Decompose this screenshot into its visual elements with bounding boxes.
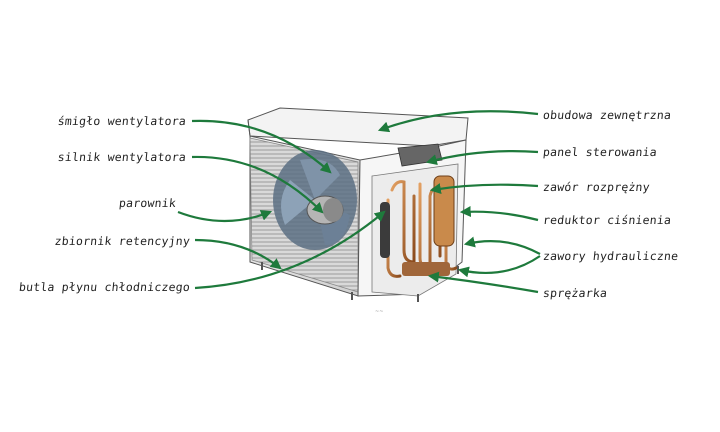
arrows-left	[177, 119, 386, 290]
label-control-panel: panel sterowania	[542, 145, 658, 159]
unit-top-face	[247, 107, 469, 147]
arrow-compressor	[427, 271, 539, 294]
label-receiver-tank: zbiornik retencyjny	[53, 234, 191, 248]
arrow-evaporator	[177, 210, 273, 223]
label-pressure-reducer: reduktor ciśnienia	[542, 213, 672, 227]
label-outer-casing: obudowa zewnętrzna	[542, 108, 672, 122]
arrow-expansion-valve	[429, 183, 539, 194]
heat-pump-unit	[247, 107, 469, 302]
label-expansion-valve: zawór rozprężny	[542, 180, 651, 194]
arrow-control-panel	[425, 150, 539, 166]
arrow-pressure-reducer	[459, 206, 539, 222]
label-fan-propeller: śmigło wentylatora	[57, 114, 187, 128]
arrow-refrigerant-bottle	[194, 210, 386, 290]
arrow-hydraulic-valves-2	[457, 255, 541, 278]
arrow-fan-propeller	[191, 119, 332, 174]
receiver-tank	[402, 262, 450, 276]
arrow-outer-casing	[377, 110, 539, 133]
label-compressor: sprężarka	[542, 286, 608, 300]
fan-assembly	[273, 150, 357, 250]
label-evaporator: parownik	[118, 196, 177, 210]
arrow-receiver-tank	[194, 238, 282, 270]
arrow-hydraulic-valves-1	[463, 236, 541, 255]
arrows-right	[377, 110, 541, 294]
refrigerant-bottle	[380, 202, 390, 258]
label-refrigerant-bottle: butla płynu chłodniczego	[18, 280, 191, 294]
artist-signature: ~~	[375, 309, 383, 315]
arrow-fan-motor	[191, 155, 324, 214]
label-hydraulic-valves: zawory hydrauliczne	[542, 249, 680, 263]
label-fan-motor: silnik wentylatora	[57, 150, 187, 164]
